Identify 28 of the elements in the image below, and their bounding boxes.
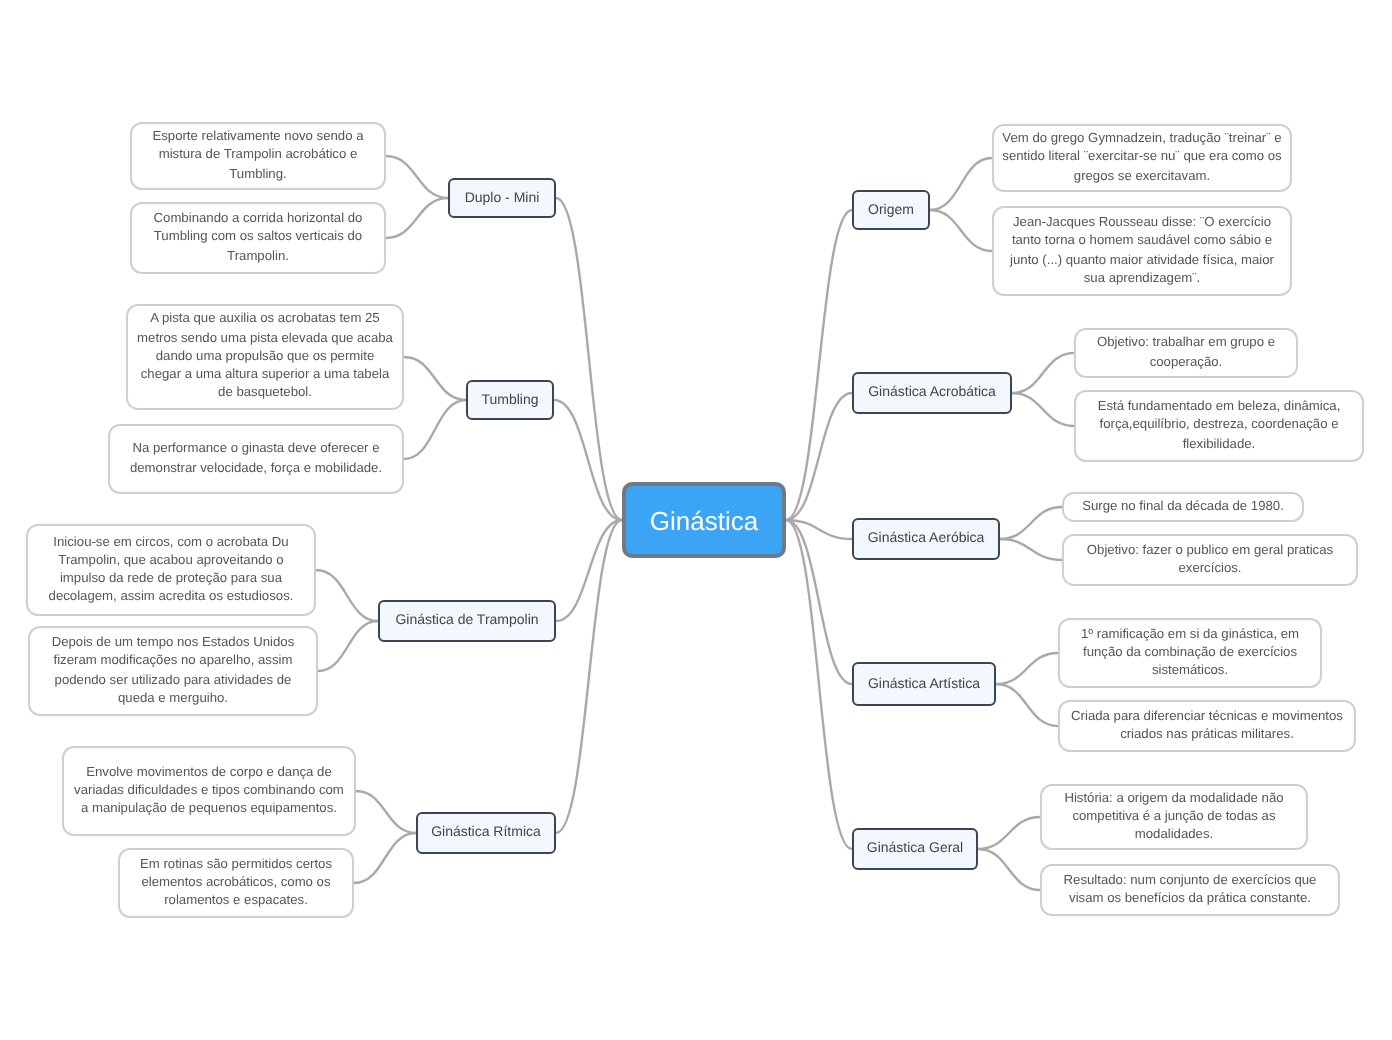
connector-line	[403, 398, 467, 461]
connector-line	[1011, 351, 1075, 395]
connector-line	[999, 537, 1063, 562]
connector-line	[555, 197, 623, 521]
connector-line	[317, 619, 379, 673]
connector-line	[929, 208, 993, 253]
connector-line	[785, 518, 853, 541]
connector-line	[995, 651, 1059, 686]
connector-line	[977, 847, 1041, 892]
connector-line	[995, 682, 1059, 728]
connector-line	[977, 815, 1041, 851]
connector-line	[555, 518, 623, 623]
connector-line	[785, 519, 853, 850]
connector-line	[999, 505, 1063, 541]
connector-line	[785, 209, 853, 521]
central-topic-box: Ginástica	[622, 482, 786, 558]
connector-line	[385, 154, 449, 200]
connector-line	[785, 518, 853, 686]
connector-line	[553, 398, 623, 522]
connector-line	[385, 196, 449, 240]
connector-line	[353, 831, 417, 885]
connector-line	[403, 355, 467, 402]
connector-line	[315, 568, 379, 623]
connector-line	[785, 391, 853, 522]
connector-line	[1011, 391, 1075, 428]
connector-line	[929, 156, 993, 212]
connector-line	[555, 519, 623, 834]
connector-line	[355, 789, 417, 835]
